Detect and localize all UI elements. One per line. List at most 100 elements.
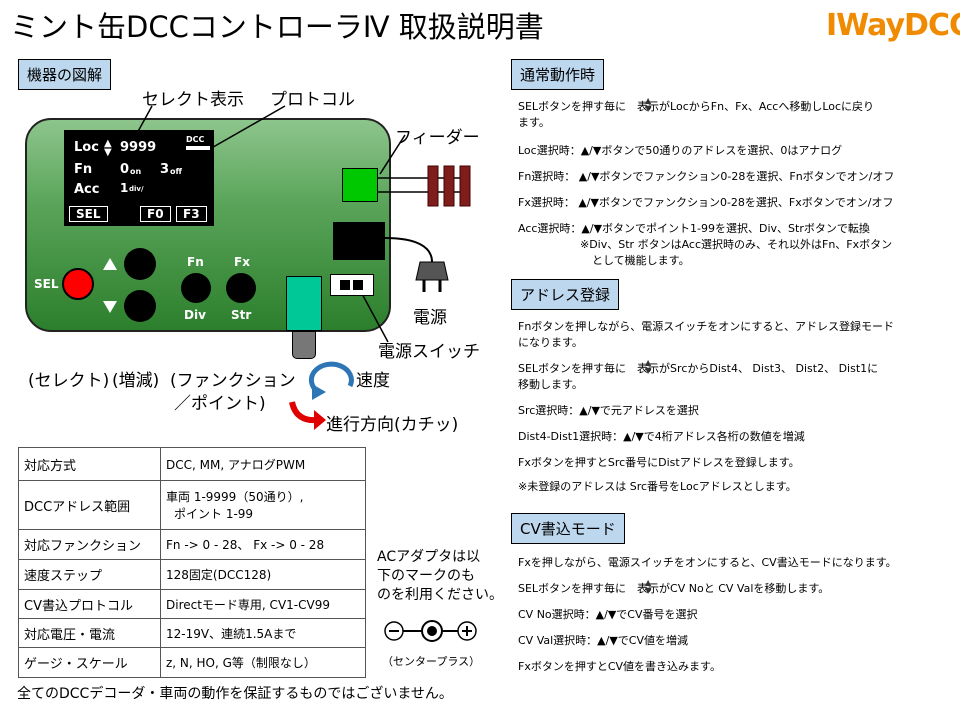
spec-key: CV書込プロトコル bbox=[18, 589, 161, 619]
address-line-8: ※未登録のアドレスは Src番号をLocアドレスとします。 bbox=[518, 480, 797, 493]
lcd-fn-value2: 3 bbox=[160, 162, 170, 177]
table-row: DCCアドレス範囲車両 1-9999（50通り）, ポイント 1-99 bbox=[18, 480, 366, 530]
up-down-caption: (増減) bbox=[112, 371, 160, 391]
cv-line-3: CV No選択時：▲/▼でCV番号を選択 bbox=[518, 608, 698, 621]
lcd-loc-value: 9999 bbox=[120, 140, 157, 155]
lcd-protocol-bar bbox=[186, 146, 210, 150]
sel-button-label: SEL bbox=[34, 277, 59, 291]
spec-key: ゲージ・スケール bbox=[18, 647, 161, 678]
lcd-softkey-f3: F3 bbox=[176, 206, 207, 222]
polarity-caption: （センタープラス） bbox=[382, 655, 481, 668]
up-arrow-icon bbox=[103, 258, 117, 270]
normal-line-8: として機能します。 bbox=[592, 254, 690, 267]
lcd-acc-label: Acc bbox=[74, 182, 100, 197]
cv-line-5: Fxボタンを押すとCV値を書き込みます。 bbox=[518, 660, 721, 673]
adapter-note-line: 下のマークのも bbox=[377, 568, 475, 584]
speed-callout: 速度 bbox=[356, 371, 390, 391]
select-cursor-icon: ▲ bbox=[104, 138, 112, 149]
normal-line-6: Acc選択時：▲/▼ボタンでポイント1-99を選択、Div、Strボタンで転換 bbox=[518, 222, 870, 235]
spec-value: 128固定(DCC128) bbox=[160, 559, 366, 590]
spec-value: DCC, MM, アナログPWM bbox=[160, 447, 366, 481]
cv-line-4: CV Val選択時：▲/▼でCV値を増減 bbox=[518, 634, 688, 647]
speed-arc bbox=[308, 361, 354, 395]
speed-knob-shaft bbox=[292, 331, 316, 359]
spec-value: z, N, HO, G等（制限なし） bbox=[160, 647, 366, 678]
fx-button-label: Fx bbox=[234, 255, 250, 269]
select-cursor-down-icon: ▼ bbox=[104, 147, 112, 158]
div-button-label: Div bbox=[184, 308, 206, 322]
normal-line-3: Loc選択時：▲/▼ボタンで50通りのアドレスを選択、0はアナログ bbox=[518, 144, 843, 157]
lcd-acc-value: 1 bbox=[120, 181, 129, 195]
adapter-note: ACアダプタは以 下のマークのも のを利用ください。 bbox=[377, 548, 503, 605]
select-display-callout: セレクト表示 bbox=[142, 90, 244, 110]
normal-line-4: Fn選択時： ▲/▼ボタンでファンクション0-28を選択、Fnボタンでオン/オフ bbox=[518, 170, 895, 183]
address-line-6: Dist4-Dist1選択時：▲/▼で4桁アドレス各桁の数値を増減 bbox=[518, 430, 805, 443]
down-button[interactable] bbox=[124, 290, 156, 322]
rail-tie-1 bbox=[427, 165, 439, 207]
direction-callout: 進行方向(カチッ) bbox=[326, 415, 459, 435]
center-pin bbox=[427, 626, 437, 636]
power-callout: 電源 bbox=[413, 308, 447, 328]
feeder-leader bbox=[379, 134, 406, 175]
spec-key: 対応電圧・電流 bbox=[18, 618, 161, 648]
normal-line-2: ます。 bbox=[518, 116, 550, 129]
function-caption-line2: ／ポイント) bbox=[174, 394, 266, 414]
direction-arrow-head bbox=[314, 410, 326, 430]
page-title: ミント缶DCCコントローラⅣ 取扱説明書 bbox=[10, 10, 544, 44]
spec-key: DCCアドレス範囲 bbox=[18, 480, 161, 530]
speed-knob[interactable] bbox=[286, 276, 322, 331]
address-line-3: SELボタンを押す毎に 表示がSrcからDist4、 Dist3、 Dist2、… bbox=[518, 362, 879, 375]
adapter-note-line: のを利用ください。 bbox=[377, 587, 503, 603]
power-plug bbox=[415, 261, 449, 281]
lcd-loc-label: Loc bbox=[74, 140, 99, 155]
lcd-protocol-badge: DCC bbox=[186, 135, 205, 144]
feeder-connector bbox=[342, 168, 378, 202]
cv-line-1: Fxを押しながら、電源スイッチをオンにすると、CV書込モードになります。 bbox=[518, 556, 897, 569]
footer-note: 全てのDCCデコーダ・車両の動作を保証するものではございません。 bbox=[17, 686, 453, 702]
spec-key: 対応方式 bbox=[18, 447, 161, 481]
power-switch-leader bbox=[359, 289, 389, 343]
spec-value: Fn -> 0 - 28、 Fx -> 0 - 28 bbox=[160, 529, 366, 560]
protocol-leader bbox=[207, 105, 286, 151]
select-indicator-icon: ▲▼ bbox=[645, 358, 652, 375]
power-wire bbox=[384, 237, 433, 263]
lcd-acc-unit: div/ bbox=[129, 185, 144, 193]
speed-arrow-head bbox=[312, 384, 326, 400]
lcd-softkey-f0: F0 bbox=[140, 206, 171, 222]
up-button[interactable] bbox=[124, 248, 156, 280]
power-switch-callout: 電源スイッチ bbox=[378, 342, 480, 362]
address-line-4: 移動します。 bbox=[518, 378, 583, 391]
address-line-7: Fxボタンを押すとSrc番号にDistアドレスを登録します。 bbox=[518, 456, 800, 469]
cv-line-2: SELボタンを押す毎に 表示がCV Noと CV Valを移動します。 bbox=[518, 582, 830, 595]
spec-value-line2: ポイント 1-99 bbox=[174, 507, 254, 521]
cv-write-label: CV書込モード bbox=[511, 513, 625, 544]
fn-button-label: Fn bbox=[187, 255, 204, 269]
spec-value-line1: 車両 1-9999（50通り）, bbox=[166, 490, 304, 504]
protocol-callout: プロトコル bbox=[270, 90, 355, 110]
select-indicator-icon: ▲▼ bbox=[645, 578, 652, 595]
fn-div-button[interactable] bbox=[181, 273, 211, 303]
fx-str-button[interactable] bbox=[226, 273, 256, 303]
lcd-display: Loc ▲ ▼ 9999 DCC Fn 0 on 3 off Acc 1 div… bbox=[64, 130, 214, 226]
address-line-1: Fnボタンを押しながら、電源スイッチをオンにすると、アドレス登録モード bbox=[518, 320, 894, 333]
lcd-fn-unit1: on bbox=[130, 167, 142, 176]
diagram-section-label: 機器の図解 bbox=[18, 59, 112, 90]
str-button-label: Str bbox=[231, 308, 252, 322]
power-switch[interactable] bbox=[330, 274, 374, 296]
select-caption: (セレクト) bbox=[28, 371, 110, 391]
power-jack bbox=[333, 222, 385, 260]
address-line-5: Src選択時：▲/▼で元アドレスを選択 bbox=[518, 404, 699, 417]
lcd-fn-unit2: off bbox=[170, 167, 182, 176]
normal-line-7: ※Div、Str ボタンはAcc選択時のみ、それ以外はFn、Fxボタン bbox=[580, 238, 893, 251]
spec-value: 車両 1-9999（50通り）, ポイント 1-99 bbox=[160, 480, 366, 530]
sel-button[interactable] bbox=[62, 268, 94, 300]
function-caption-line1: (ファンクション bbox=[170, 371, 296, 391]
normal-line-1: SELボタンを押す毎に 表示がLocからFn、Fx、Accへ移動しLocに戻り bbox=[518, 100, 875, 113]
spec-key: 対応ファンクション bbox=[18, 529, 161, 560]
adapter-note-line: ACアダプタは以 bbox=[377, 549, 481, 565]
